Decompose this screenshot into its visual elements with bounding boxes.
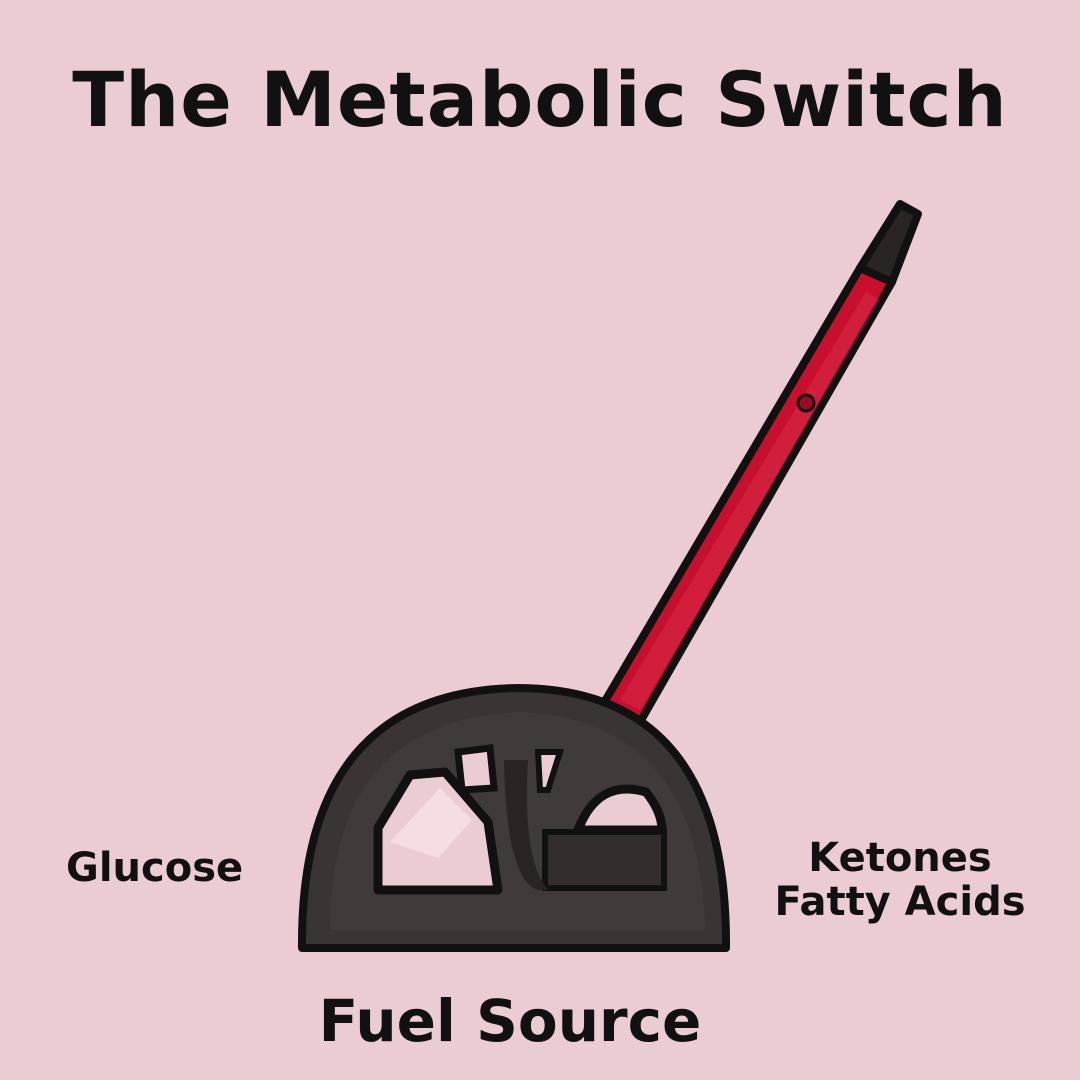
glucose-label: Glucose	[66, 845, 244, 891]
fatty-acids-label-line: Fatty Acids	[774, 879, 1026, 925]
ketones-fatty-acids-label: Ketones Fatty Acids	[760, 836, 1040, 924]
lever-handle-icon	[591, 200, 922, 740]
ketones-label-line: Ketones	[808, 835, 992, 881]
fuel-source-label: Fuel Source	[318, 987, 702, 1055]
page-title: The Metabolic Switch	[72, 55, 1008, 144]
switch-base-icon	[297, 684, 731, 952]
